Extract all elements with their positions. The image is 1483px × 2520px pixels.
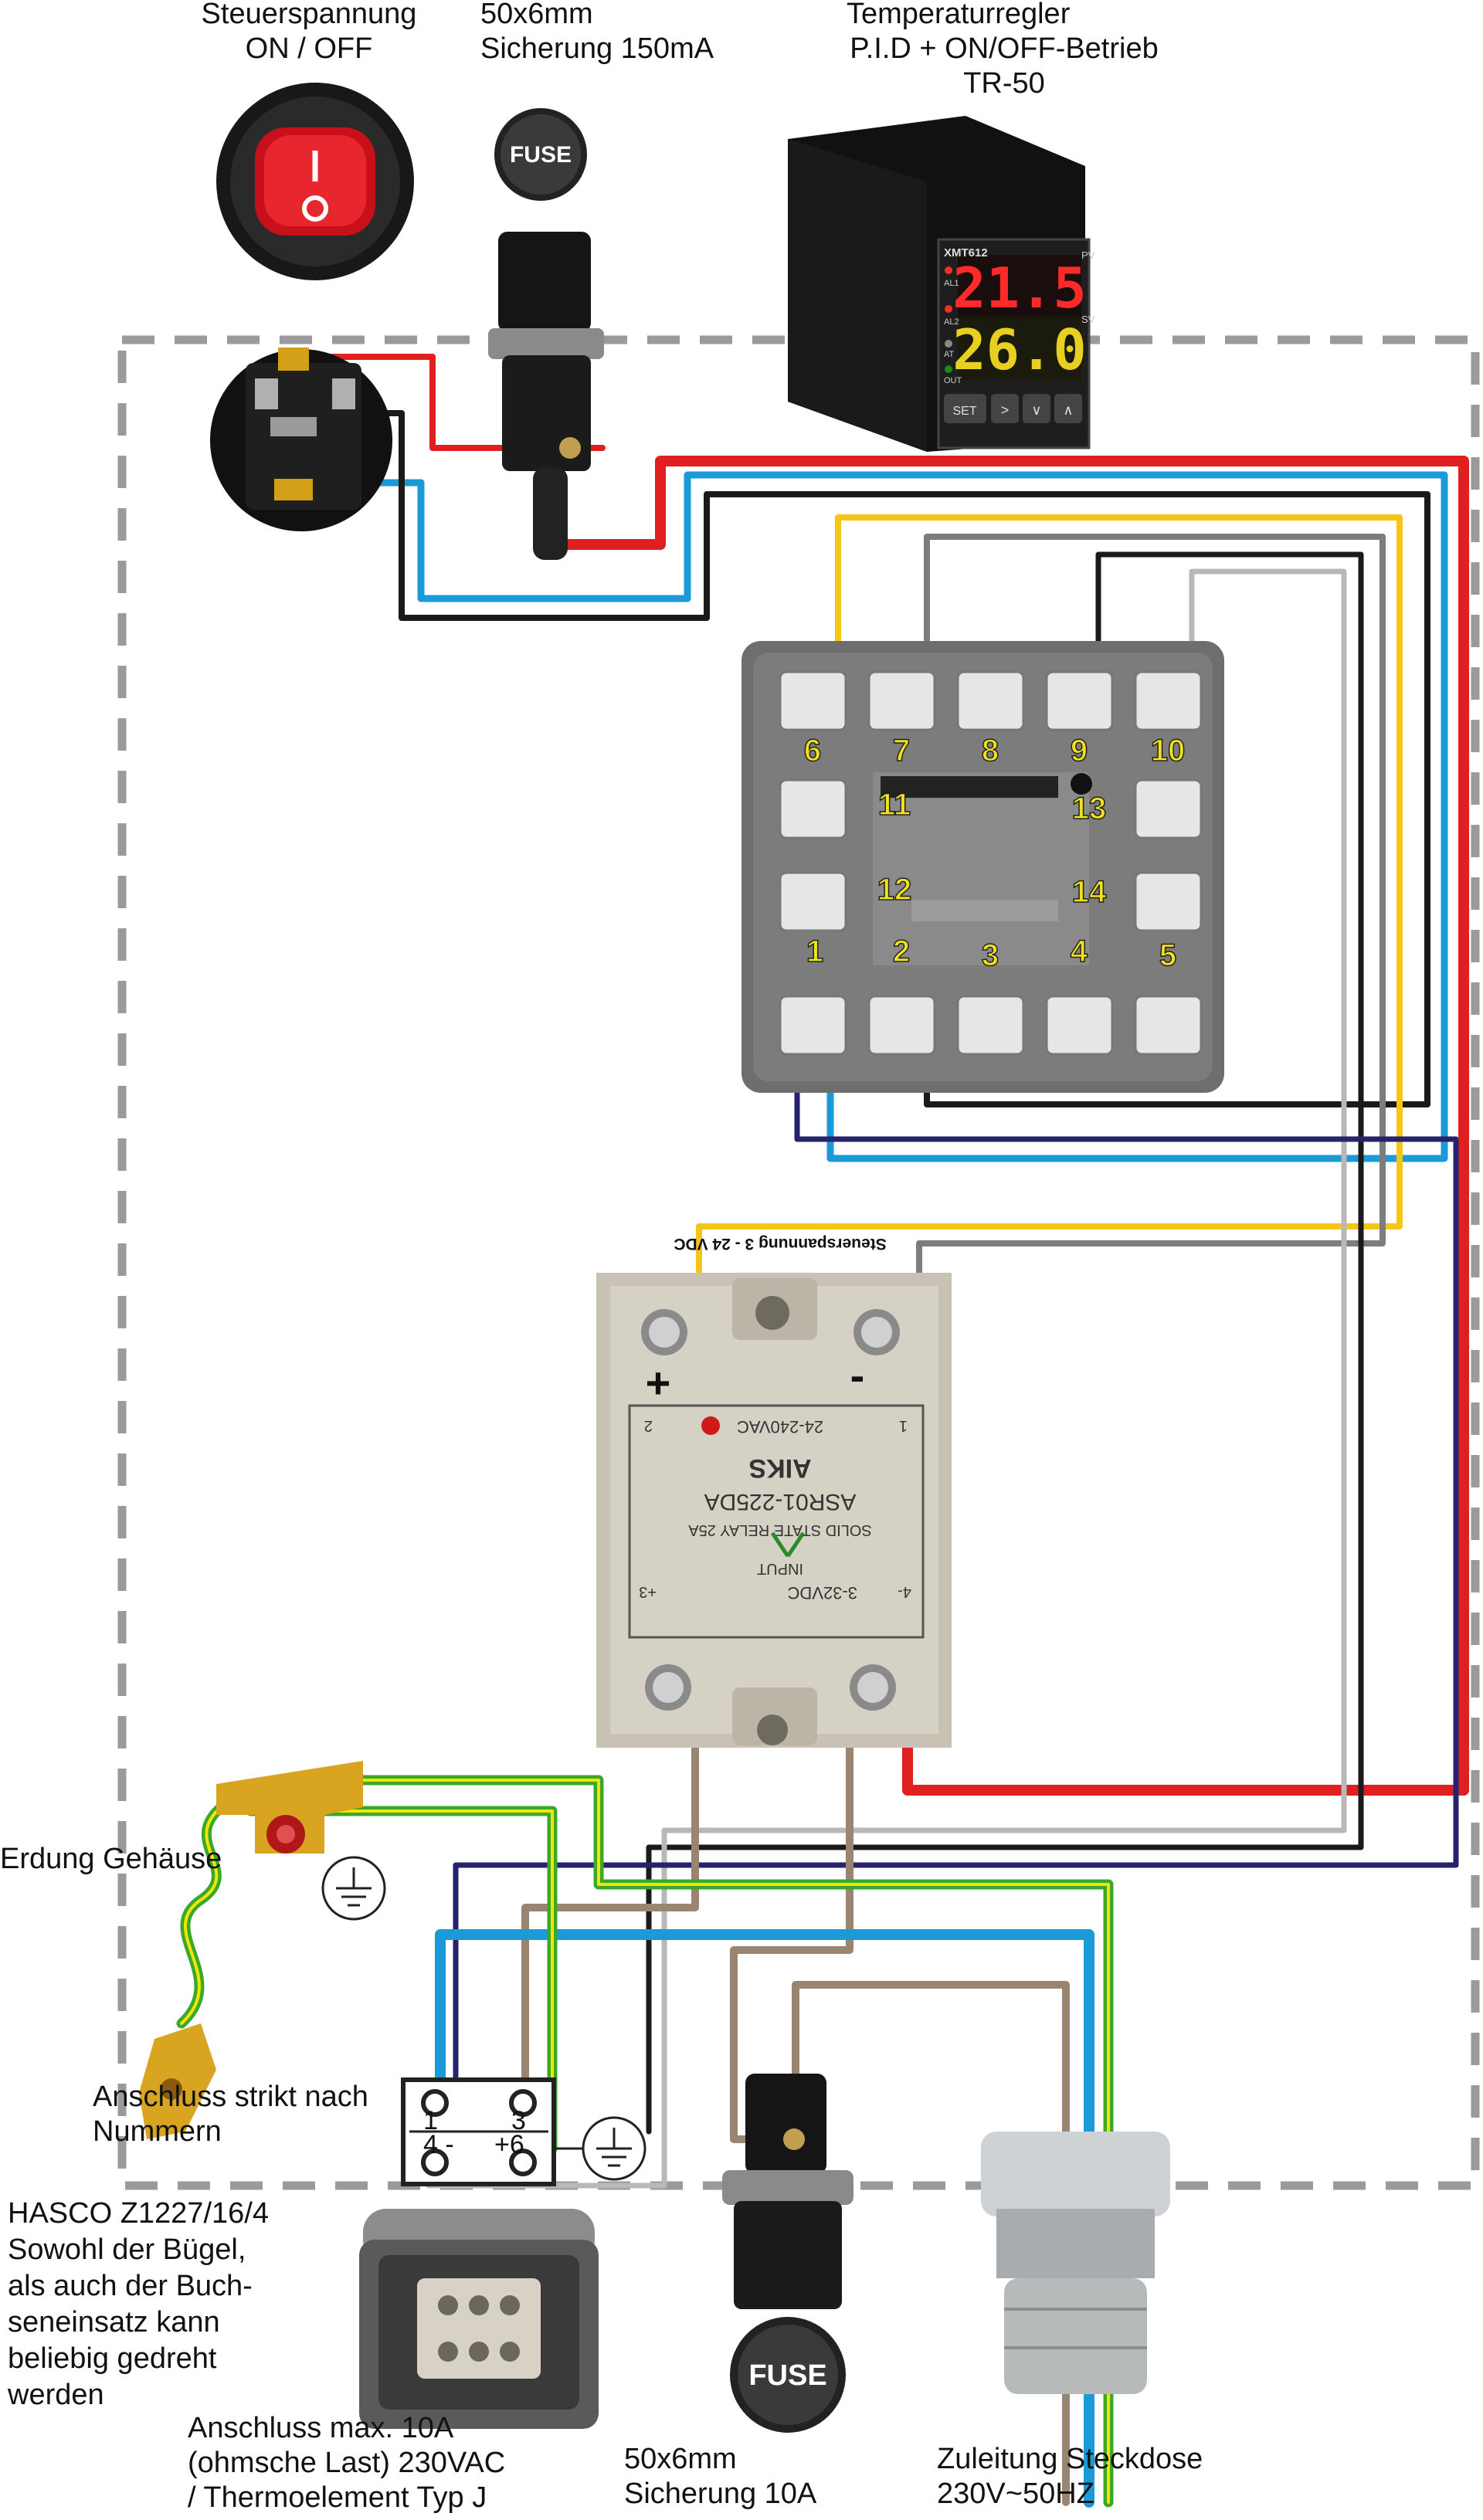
temperature-controller: XMT612 21.5 26.0 PV SV AL1 AL2 AT OUT SE… — [788, 116, 1095, 452]
ssr-control-label: Steuerspannung 3 - 24 VDC — [674, 1235, 886, 1253]
ssr-model: ASR01-225DA — [704, 1489, 857, 1514]
socket-screws-top — [779, 670, 1203, 731]
ssr-term-3: +3 — [639, 1583, 657, 1600]
wire-navy — [453, 1040, 1459, 2088]
pin-2: 2 — [893, 934, 910, 968]
socket-screws-side — [779, 778, 1203, 932]
wire-black-9 — [646, 551, 1364, 2135]
pin-1: 1 — [806, 934, 823, 968]
pin-9: 9 — [1071, 734, 1088, 768]
controller-socket: 6 7 8 9 10 11 12 13 14 1 2 3 4 5 — [742, 641, 1224, 1093]
btn-up: ∧ — [1063, 402, 1073, 418]
wire-black-switch — [290, 410, 1430, 1107]
ssr-plus: + — [646, 1358, 671, 1407]
ssr-minus: - — [850, 1351, 865, 1399]
pin-4: 4 — [1071, 934, 1088, 968]
fuse-cap-top-text: FUSE — [510, 142, 572, 168]
fuse-cap-bottom-text: FUSE — [748, 2359, 826, 2392]
switch-back — [210, 348, 392, 531]
ssr-term-2: 2 — [644, 1417, 653, 1434]
led-al1: AL1 — [944, 279, 959, 288]
controller-model: XMT612 — [944, 246, 988, 259]
wire-earth-groundy — [180, 1798, 233, 2025]
pin-8: 8 — [982, 734, 999, 768]
wire-brown-1 — [521, 1672, 699, 2089]
cable-gland — [981, 2132, 1170, 2394]
btn-shift: > — [1001, 402, 1010, 418]
pv-tag: PV — [1081, 249, 1095, 261]
sv-display: 26.0 — [952, 317, 1086, 382]
label-ground: Erdung Gehäuse — [0, 1843, 222, 1875]
sv-tag: SV — [1081, 314, 1095, 325]
wire-yellow — [696, 514, 1403, 1331]
ssr-term-4: 4- — [898, 1583, 911, 1600]
terminal-block: 1 3 4 - +6 — [401, 2077, 556, 2186]
ssr-input-range: 3-32VDC — [787, 1583, 857, 1603]
fuse-holder-top — [488, 232, 604, 560]
wire-grey — [916, 534, 1386, 1331]
terminal-6: +6 — [494, 2130, 524, 2159]
pin-3: 3 — [982, 938, 999, 972]
label-terminal-note: Anschluss strikt nach Nummern — [93, 2081, 368, 2148]
label-controller: Temperaturregler P.I.D + ON/OFF-Betrieb … — [847, 0, 1159, 100]
terminal-3: 3 — [511, 2106, 526, 2135]
enclosure-outline — [117, 335, 1480, 2190]
btn-set: SET — [952, 405, 976, 418]
solid-state-relay: + - 3-32VDC INPUT SOLID STATE RELAY 25A … — [596, 1273, 952, 1748]
rocker-switch[interactable] — [216, 83, 414, 280]
ssr-term-1: 1 — [899, 1417, 908, 1434]
led-al2: AL2 — [944, 317, 959, 327]
terminal-1: 1 — [423, 2106, 438, 2135]
pin-7: 7 — [893, 734, 910, 768]
terminal-4: 4 - — [423, 2130, 454, 2159]
socket-screws-bottom — [779, 995, 1203, 1056]
ssr-brand: AIKS — [748, 1453, 811, 1483]
pin-14: 14 — [1072, 875, 1107, 909]
ssr-output-range: 24-240VAC — [737, 1417, 823, 1436]
ground-bracket — [139, 1761, 363, 2139]
pv-display: 21.5 — [952, 256, 1086, 321]
btn-down: ∨ — [1031, 402, 1041, 418]
pin-6: 6 — [804, 734, 821, 768]
wire-earth-2y — [346, 1779, 1110, 2504]
label-supply: Zuleitung Steckdose 230V~50HZ — [937, 2443, 1203, 2510]
fuse-cap-bottom: FUSE — [730, 2317, 846, 2433]
ground-symbol-2 — [552, 2116, 646, 2181]
led-at: AT — [944, 350, 955, 359]
pin-11: 11 — [878, 788, 911, 822]
label-fuse-bottom: 50x6mm Sicherung 10A — [624, 2443, 817, 2510]
label-connector-rating: Anschluss max. 10A (ohmsche Last) 230VAC… — [188, 2412, 506, 2514]
fuse-holder-bottom — [722, 2074, 853, 2309]
pin-13: 13 — [1072, 792, 1107, 826]
pin-5: 5 — [1159, 938, 1176, 972]
ground-symbol-1 — [321, 1856, 386, 1921]
ssr-input: INPUT — [757, 1560, 803, 1577]
ssr-type: SOLID STATE RELAY 25A — [688, 1521, 872, 1538]
wire-blue-switch — [290, 471, 1448, 1162]
pin-10: 10 — [1151, 734, 1186, 768]
fuse-cap-top: FUSE — [494, 108, 587, 201]
label-hasco: HASCO Z1227/16/4 Sowohl der Bügel, als a… — [8, 2197, 269, 2411]
pin-12: 12 — [877, 873, 912, 907]
label-switch: Steuerspannung ON / OFF — [201, 0, 417, 65]
label-fuse-top: 50x6mm Sicherung 150mA — [480, 0, 714, 65]
wire-earth-1y — [249, 1809, 554, 2150]
hasco-connector — [359, 2209, 599, 2429]
led-out: OUT — [944, 376, 962, 385]
